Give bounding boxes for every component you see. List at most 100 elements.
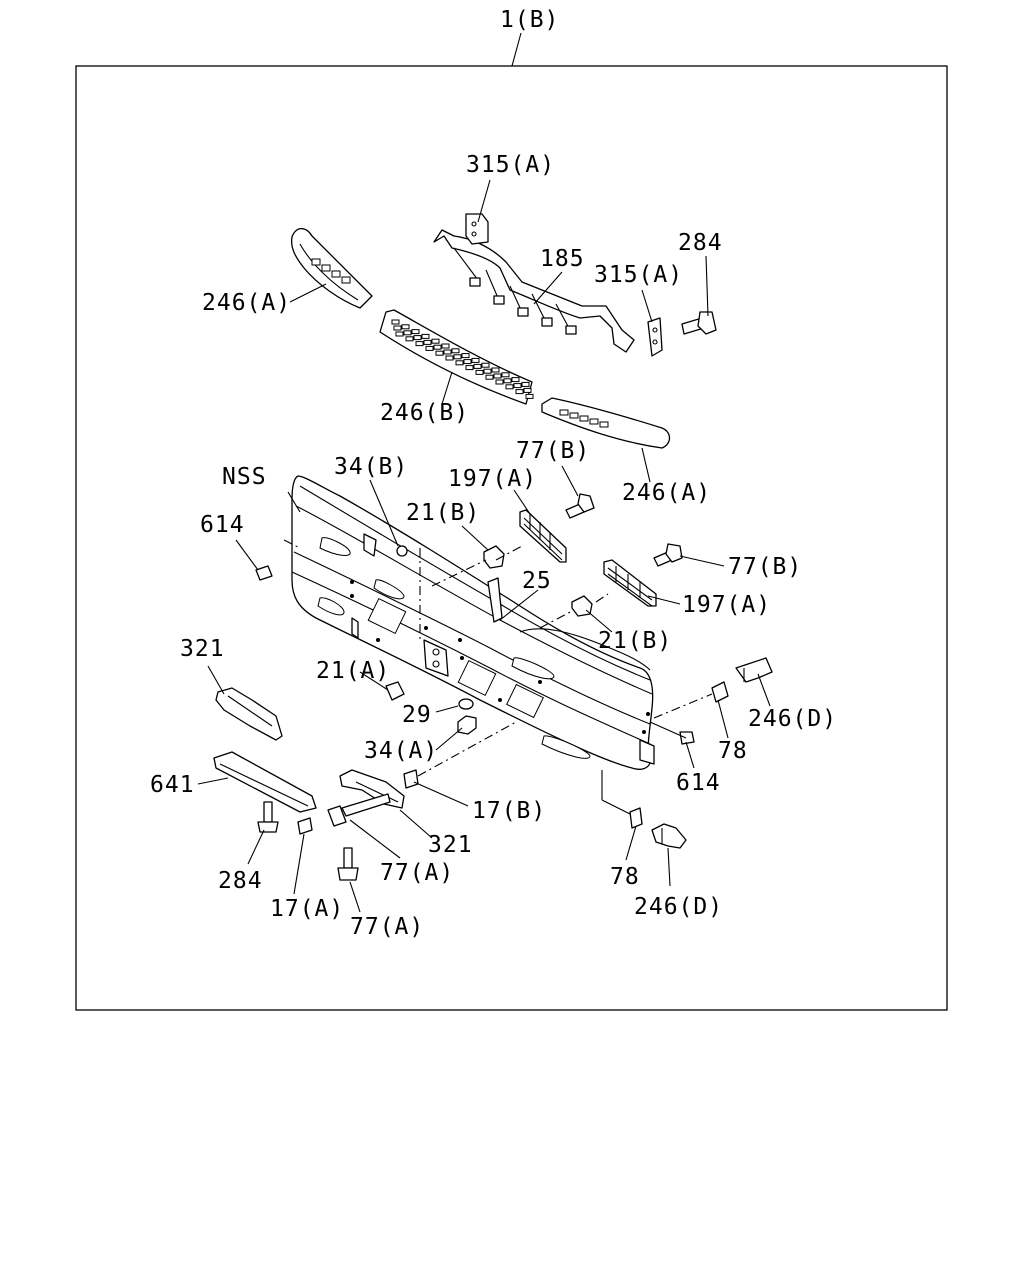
clip-78-bottom-part xyxy=(629,807,643,829)
grille-slot xyxy=(425,345,434,351)
bolt-284-top-part xyxy=(681,311,717,335)
grille-slot xyxy=(501,372,510,378)
grille-slot xyxy=(525,393,534,399)
label-321-bottom: 321 xyxy=(428,832,473,858)
grille-slot xyxy=(443,349,452,355)
label-21b-right: 21(B) xyxy=(598,628,672,654)
grille-slot xyxy=(441,343,450,349)
label-246d-bottom: 246(D) xyxy=(634,894,723,920)
label-77a-mid: 77(A) xyxy=(380,860,454,886)
bracket-315a-top-part xyxy=(465,213,489,245)
grille-slot xyxy=(471,357,480,363)
grille-slot xyxy=(463,359,472,365)
label-284-top: 284 xyxy=(678,230,723,256)
leader-lines xyxy=(197,179,771,913)
label-34b: 34(B) xyxy=(334,454,408,480)
assembly-label: 1(B) xyxy=(500,7,559,33)
label-21b-top: 21(B) xyxy=(406,500,480,526)
grille-slot xyxy=(403,330,412,336)
clip-34b-part xyxy=(396,545,408,557)
grille-197a-upper-part xyxy=(519,509,567,563)
grille-slot xyxy=(475,369,484,375)
label-185: 185 xyxy=(540,246,585,272)
label-284-bottom: 284 xyxy=(218,868,263,894)
grille-slot xyxy=(495,379,504,385)
label-321-top: 321 xyxy=(180,636,225,662)
clip-21b-upper-part xyxy=(483,545,505,569)
grille-slot xyxy=(455,360,464,366)
grille-slot xyxy=(405,336,414,342)
grille-slot xyxy=(451,348,460,354)
nut-34a-part xyxy=(457,715,477,735)
grille-strip-center-part xyxy=(379,309,534,405)
grille-slot xyxy=(481,362,490,368)
grille-end-right-part xyxy=(541,397,671,449)
label-197a-right: 197(A) xyxy=(682,592,771,618)
callout-labels: 315(A) 284 185 315(A) 246(A) 246(B) 77(B… xyxy=(150,152,837,940)
label-315a-right: 315(A) xyxy=(594,262,683,288)
grille-slot xyxy=(433,344,442,350)
clip-17b-part xyxy=(403,769,419,789)
grille-slot xyxy=(523,387,532,393)
label-641: 641 xyxy=(150,772,195,798)
bolt-284-bottom-part xyxy=(257,801,279,833)
grille-slot xyxy=(485,374,494,380)
pin-614-left-part xyxy=(255,565,273,581)
alignment-lines xyxy=(283,539,713,815)
grille-slot xyxy=(411,329,420,335)
clip-246d-right-part xyxy=(735,657,773,683)
grille-slot xyxy=(391,319,400,325)
grille-slot xyxy=(401,324,410,330)
grille-slot xyxy=(511,377,520,383)
label-21a: 21(A) xyxy=(316,658,390,684)
clip-78-right-part xyxy=(711,681,729,703)
assembly-frame xyxy=(75,65,948,1011)
grille-slot xyxy=(473,363,482,369)
grille-slot xyxy=(465,365,474,371)
label-77b-right: 77(B) xyxy=(728,554,802,580)
label-77a-bottom: 77(A) xyxy=(350,914,424,940)
label-77b-top: 77(B) xyxy=(516,438,590,464)
grille-slot xyxy=(445,355,454,361)
grille-slot xyxy=(491,367,500,373)
grille-slot xyxy=(493,373,502,379)
pin-614-right-part xyxy=(679,731,695,745)
label-246d-right: 246(D) xyxy=(748,706,837,732)
grille-slot xyxy=(435,350,444,356)
grille-slot xyxy=(453,354,462,360)
label-34a: 34(A) xyxy=(364,738,438,764)
grille-end-left-part xyxy=(290,227,373,309)
grille-slot xyxy=(393,325,402,331)
label-246b: 246(B) xyxy=(380,400,469,426)
grille-slot xyxy=(503,378,512,384)
clip-246d-bottom-part xyxy=(651,823,687,849)
grille-197a-right-part xyxy=(603,559,657,607)
label-614-right: 614 xyxy=(676,770,721,796)
screw-77b-right-part xyxy=(653,543,683,567)
bolt-77a-mid-part xyxy=(327,793,391,827)
screw-77b-upper-part xyxy=(565,493,595,519)
label-315a-top: 315(A) xyxy=(466,152,555,178)
label-17a: 17(A) xyxy=(270,896,344,922)
label-614-left: 614 xyxy=(200,512,245,538)
grille-slot xyxy=(431,338,440,344)
label-17b: 17(B) xyxy=(472,798,546,824)
bracket-315a-right-part xyxy=(647,317,663,357)
upper-stay-185-part xyxy=(433,229,635,353)
label-78-right: 78 xyxy=(718,738,748,764)
clip-21a-part xyxy=(385,681,405,701)
label-197a-top: 197(A) xyxy=(448,466,537,492)
grille-slot xyxy=(483,368,492,374)
washer-29-part xyxy=(458,698,474,710)
grille-slot xyxy=(421,333,430,339)
assembly-leader xyxy=(511,32,522,67)
grille-slot xyxy=(395,331,404,337)
grille-slot xyxy=(413,335,422,341)
grille-slot xyxy=(515,389,524,395)
grille-slot xyxy=(521,381,530,387)
clip-17a-part xyxy=(297,817,313,835)
bracket-321-left-part xyxy=(215,687,283,741)
lower-stay-641-part xyxy=(213,751,317,813)
label-246a-right: 246(A) xyxy=(622,480,711,506)
